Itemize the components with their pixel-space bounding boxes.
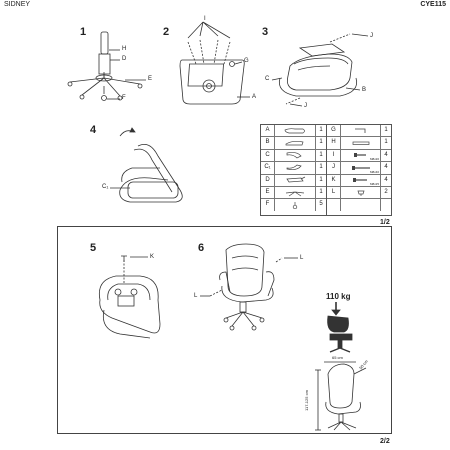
part-qty: 2 xyxy=(384,188,388,195)
label-i: I xyxy=(204,16,206,22)
width-dimension: 65 cm xyxy=(332,355,343,360)
label-k: K xyxy=(150,254,155,260)
label-j-bottom: J xyxy=(304,103,307,109)
part-letter: L xyxy=(327,186,341,199)
max-load-label: 110 kg xyxy=(326,292,351,301)
bolt-icon: M8x25 xyxy=(341,174,381,186)
part-qty: 1 xyxy=(319,151,323,158)
page-number-1: 1/2 xyxy=(380,219,390,226)
part-letter: C₁ xyxy=(261,162,275,174)
step-6-number: 6 xyxy=(198,242,205,254)
label-c: C xyxy=(265,76,270,82)
step-5-armrest-illustration xyxy=(98,255,161,339)
bolt-size-label: M8x20 xyxy=(369,157,379,162)
part-qty: 4 xyxy=(384,164,388,171)
armrest-part-icon xyxy=(275,149,316,162)
part-letter: F xyxy=(261,199,275,211)
bolt-size-label: M8x25 xyxy=(369,181,379,186)
product-code: CYE115 xyxy=(420,1,446,8)
label-a: A xyxy=(252,94,257,100)
label-j-top: J xyxy=(370,33,373,39)
label-b: B xyxy=(362,87,367,93)
part-row: J M8x40 4 xyxy=(327,162,391,175)
step-3-number: 3 xyxy=(262,26,269,38)
part-qty: 1 xyxy=(319,127,323,133)
step-4-armrest-illustration xyxy=(110,127,183,203)
part-row: C₁ 1 xyxy=(261,162,326,175)
part-letter: H xyxy=(327,137,341,149)
part-letter: E xyxy=(261,186,275,199)
dimensions-illustration xyxy=(315,361,367,431)
step-2-seat-illustration xyxy=(179,21,250,105)
part-qty: 4 xyxy=(384,176,388,183)
step-3-backrest-illustration xyxy=(271,33,369,107)
bolt-icon: M8x20 xyxy=(341,149,381,162)
gas-lift-icon xyxy=(341,137,381,149)
label-h: H xyxy=(122,46,127,52)
armrest-part-icon xyxy=(275,162,316,174)
part-qty: 1 xyxy=(319,139,323,146)
label-f: F xyxy=(122,95,126,101)
part-letter: G xyxy=(327,125,341,137)
base-part-icon xyxy=(275,186,316,199)
weight-limit-illustration xyxy=(327,302,353,353)
product-name: SIDNEY xyxy=(4,1,31,8)
step-6-chair-illustration xyxy=(200,243,298,331)
part-letter: A xyxy=(261,125,275,137)
part-row-empty xyxy=(327,199,391,211)
part-letter: J xyxy=(327,162,341,174)
part-letter: K xyxy=(327,174,341,186)
step-5-number: 5 xyxy=(90,242,97,254)
part-qty: 1 xyxy=(319,164,323,171)
part-qty: 1 xyxy=(319,188,323,195)
bolt-icon: M8x40 xyxy=(341,162,381,174)
part-row: K M8x25 4 xyxy=(327,174,391,187)
part-row: I M8x20 4 xyxy=(327,149,391,163)
step-1-number: 1 xyxy=(80,26,87,38)
label-l-right: L xyxy=(300,255,304,261)
label-e: E xyxy=(148,76,153,82)
part-letter: D xyxy=(261,174,275,186)
step-2-number: 2 xyxy=(163,26,170,38)
label-l-left: L xyxy=(194,293,198,299)
allen-key-icon xyxy=(341,125,381,137)
part-qty: 1 xyxy=(384,139,388,146)
part-letter: B xyxy=(261,137,275,149)
page-number-2: 2/2 xyxy=(380,438,390,445)
label-d: D xyxy=(122,56,127,62)
part-qty: 5 xyxy=(319,201,323,208)
caster-part-icon xyxy=(275,199,316,211)
screw-cover-icon xyxy=(341,186,381,199)
label-g: G xyxy=(244,58,249,64)
mechanism-part-icon xyxy=(275,174,316,186)
part-letter: C xyxy=(261,149,275,162)
seat-part-icon xyxy=(275,125,316,137)
step-4-number: 4 xyxy=(90,124,97,136)
instruction-page-2 xyxy=(57,226,392,434)
part-qty: 4 xyxy=(384,151,388,158)
label-c1: C₁ xyxy=(102,184,109,190)
part-qty: 1 xyxy=(319,176,323,183)
height-dimension: 117-125 cm xyxy=(303,390,309,411)
part-letter: I xyxy=(327,149,341,162)
bolt-size-label: M8x40 xyxy=(369,169,379,174)
part-qty: 1 xyxy=(384,127,388,133)
step-1-base-illustration xyxy=(67,31,146,101)
backrest-part-icon xyxy=(275,137,316,149)
